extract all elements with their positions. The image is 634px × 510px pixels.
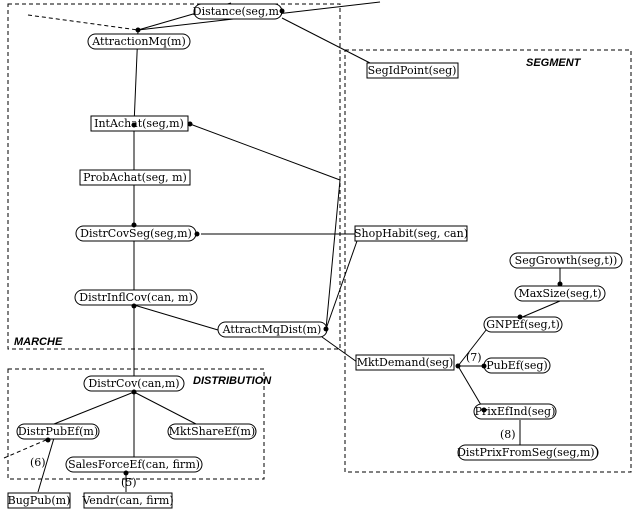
- svg-text:DistrPubEf(m): DistrPubEf(m): [18, 425, 98, 438]
- node-int-achat[interactable]: IntAchat(seg,m): [90, 115, 189, 132]
- svg-text:ShopHabit(seg, can): ShopHabit(seg, can): [354, 227, 468, 240]
- connector-dot: [481, 363, 487, 369]
- edge-line: [325, 179, 341, 330]
- edge-line: [37, 437, 55, 493]
- edge-line: [457, 365, 485, 411]
- node-max-size[interactable]: MaxSize(seg,t): [514, 285, 606, 302]
- edges: [3, 1, 561, 493]
- svg-text:SalesForceEf(can, firm): SalesForceEf(can, firm): [68, 458, 200, 471]
- edge-line: [325, 240, 358, 330]
- svg-text:AttractMqDist(m): AttractMqDist(m): [222, 323, 322, 336]
- connector-dot: [323, 326, 329, 332]
- edge-label-8: (8): [500, 428, 516, 441]
- svg-text:MktDemand(seg): MktDemand(seg): [357, 356, 454, 369]
- distribution-title: DISTRIBUTION: [193, 375, 272, 387]
- svg-text:IntAchat(seg,m): IntAchat(seg,m): [94, 117, 184, 130]
- node-distr-prix-from-seg[interactable]: DistPrixFromSeg(seg,m)): [457, 444, 599, 461]
- connector-dot: [557, 281, 563, 287]
- edge-line: [321, 336, 358, 363]
- edge-line: [27, 14, 139, 31]
- svg-text:SegGrowth(seg,t)): SegGrowth(seg,t)): [515, 254, 618, 267]
- svg-text:MktShareEf(m): MktShareEf(m): [169, 425, 255, 438]
- connector-dot: [123, 470, 129, 476]
- node-distr-pub-ef[interactable]: DistrPubEf(m): [16, 423, 100, 440]
- node-distr-cov[interactable]: DistrCov(can,m): [83, 375, 185, 392]
- svg-text:PrixEfInd(seg): PrixEfInd(seg): [475, 405, 556, 418]
- edge-line: [53, 391, 135, 425]
- node-sales-force-ef[interactable]: SalesForceEf(can, firm): [65, 456, 203, 473]
- svg-text:DistrCovSeg(seg,m): DistrCovSeg(seg,m): [80, 227, 192, 240]
- connection-dots: [45, 8, 563, 476]
- connector-dot: [455, 363, 461, 369]
- node-vendr[interactable]: Vendr(can, firm): [81, 492, 174, 509]
- node-distr-cov-seg[interactable]: DistrCovSeg(seg,m): [75, 225, 197, 242]
- segment-title: SEGMENT: [526, 57, 582, 69]
- edge-line: [281, 17, 371, 64]
- svg-text:BugPub(m): BugPub(m): [8, 494, 71, 507]
- edge-line: [189, 123, 341, 181]
- connector-dot: [517, 314, 523, 320]
- edge-line: [133, 304, 219, 331]
- node-pub-ef[interactable]: PubEf(seg): [483, 357, 551, 374]
- edge-label-7: (7): [466, 351, 482, 364]
- edge-line: [3, 439, 47, 459]
- node-distr-infl-cov[interactable]: DistrInflCov(can, m): [74, 289, 198, 306]
- connector-dot: [481, 407, 487, 413]
- node-seg-growth[interactable]: SegGrowth(seg,t)): [509, 252, 623, 269]
- svg-text:SegIdPoint(seg): SegIdPoint(seg): [368, 64, 457, 77]
- connector-dot: [131, 122, 137, 128]
- node-distance[interactable]: Distance(seg,m): [193, 3, 283, 20]
- node-gnp-ef[interactable]: GNPEf(seg,t): [483, 316, 563, 333]
- node-attract-mq-dist[interactable]: AttractMqDist(m): [217, 321, 328, 338]
- svg-text:PubEf(seg): PubEf(seg): [486, 359, 547, 372]
- marche-region: [7, 3, 341, 350]
- connector-dot: [279, 8, 285, 14]
- connector-dot: [45, 437, 51, 443]
- svg-text:AttractionMq(m): AttractionMq(m): [91, 35, 186, 48]
- connector-dot: [131, 389, 137, 395]
- node-bug-pub[interactable]: BugPub(m): [7, 492, 71, 509]
- node-prob-achat[interactable]: ProbAchat(seg, m): [79, 169, 191, 186]
- node-mkt-demand[interactable]: MktDemand(seg): [355, 354, 455, 371]
- edge-line: [519, 300, 561, 319]
- svg-text:ProbAchat(seg, m): ProbAchat(seg, m): [83, 171, 187, 184]
- node-attraction-mq[interactable]: AttractionMq(m): [87, 33, 191, 50]
- svg-text:DistrCov(can,m): DistrCov(can,m): [88, 377, 179, 390]
- connector-dot: [187, 121, 193, 127]
- distribution-region: [7, 368, 265, 480]
- node-shop-habit[interactable]: ShopHabit(seg, can): [354, 225, 468, 242]
- node-seg-id-point[interactable]: SegIdPoint(seg): [366, 62, 459, 79]
- svg-text:DistrInflCov(can, m): DistrInflCov(can, m): [79, 291, 193, 304]
- svg-text:Vendr(can, firm): Vendr(can, firm): [81, 494, 173, 507]
- connector-dot: [131, 222, 137, 228]
- connector-dot: [135, 27, 141, 33]
- node-mkt-share-ef[interactable]: MktShareEf(m): [167, 423, 257, 440]
- svg-text:MaxSize(seg,t): MaxSize(seg,t): [518, 287, 601, 300]
- node-prix-ef-ind[interactable]: PrixEfInd(seg): [473, 403, 557, 420]
- edge-label-5: (5): [121, 476, 137, 489]
- svg-text:Distance(seg,m): Distance(seg,m): [193, 5, 283, 18]
- marche-title: MARCHE: [14, 336, 63, 348]
- edge-label-6: (6): [30, 456, 46, 469]
- segment-region: [344, 49, 632, 473]
- svg-text:GNPEf(seg,t): GNPEf(seg,t): [486, 318, 560, 331]
- edge-line: [133, 391, 197, 425]
- connector-dot: [194, 231, 200, 237]
- edge-line: [457, 324, 491, 367]
- svg-text:DistPrixFromSeg(seg,m)): DistPrixFromSeg(seg,m)): [457, 446, 599, 459]
- connector-dot: [131, 303, 137, 309]
